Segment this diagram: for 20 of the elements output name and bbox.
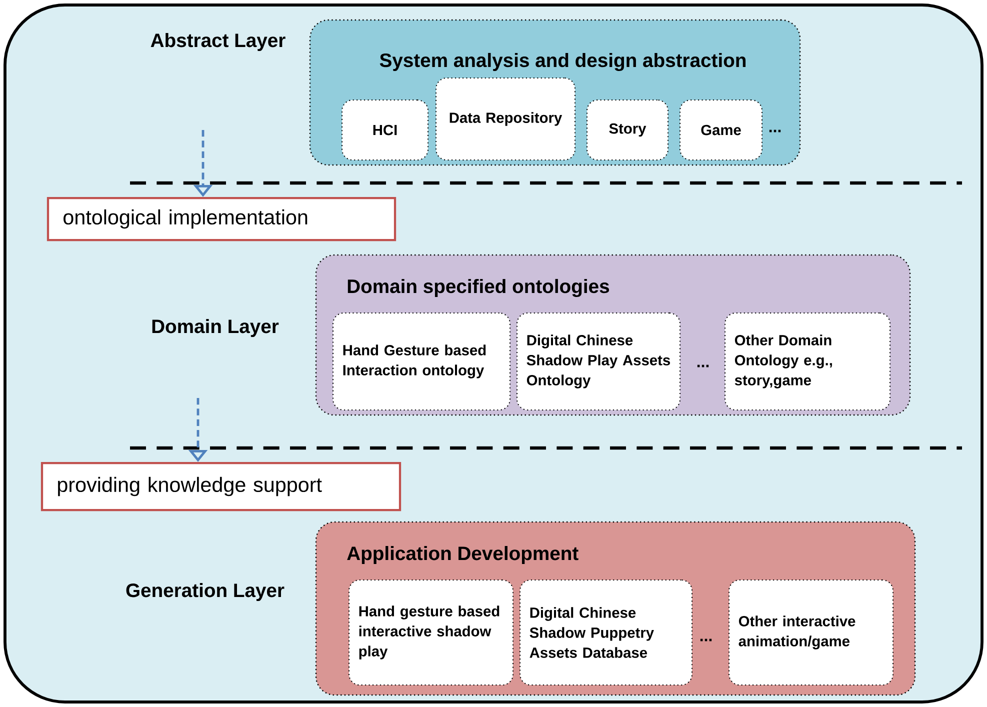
item-box: Story	[586, 99, 669, 161]
panel-title: Application Development	[347, 546, 578, 564]
layer-label: Domain Layer	[152, 319, 279, 338]
item-box: Hand gesture based interactive shadow play	[348, 579, 514, 686]
panel-title: Domain specified ontologies	[348, 278, 610, 298]
note-box: providing knowledge support	[40, 462, 402, 512]
item-box: HCI	[341, 99, 429, 161]
item-box: Data Repository	[435, 77, 576, 161]
layer-label: Abstract Layer	[150, 33, 286, 52]
item-box: Other Domain Ontology e.g., story,game	[724, 312, 891, 411]
item-box: Game	[679, 99, 763, 161]
item-box: Other interactive animation/game	[728, 579, 894, 686]
item-box: Hand Gesture based Interaction ontology	[332, 312, 511, 411]
panel-title: System analysis and design abstraction	[380, 52, 746, 72]
item-box: Digital Chinese Shadow Puppetry Assets Database	[519, 579, 693, 686]
ellipsis: ...	[700, 638, 712, 642]
layer-label: Generation Layer	[126, 583, 284, 602]
item-box: Digital Chinese Shadow Play Assets Ontology	[516, 312, 681, 411]
note-box: ontological implementation	[46, 196, 396, 242]
ellipsis: ...	[697, 364, 709, 368]
